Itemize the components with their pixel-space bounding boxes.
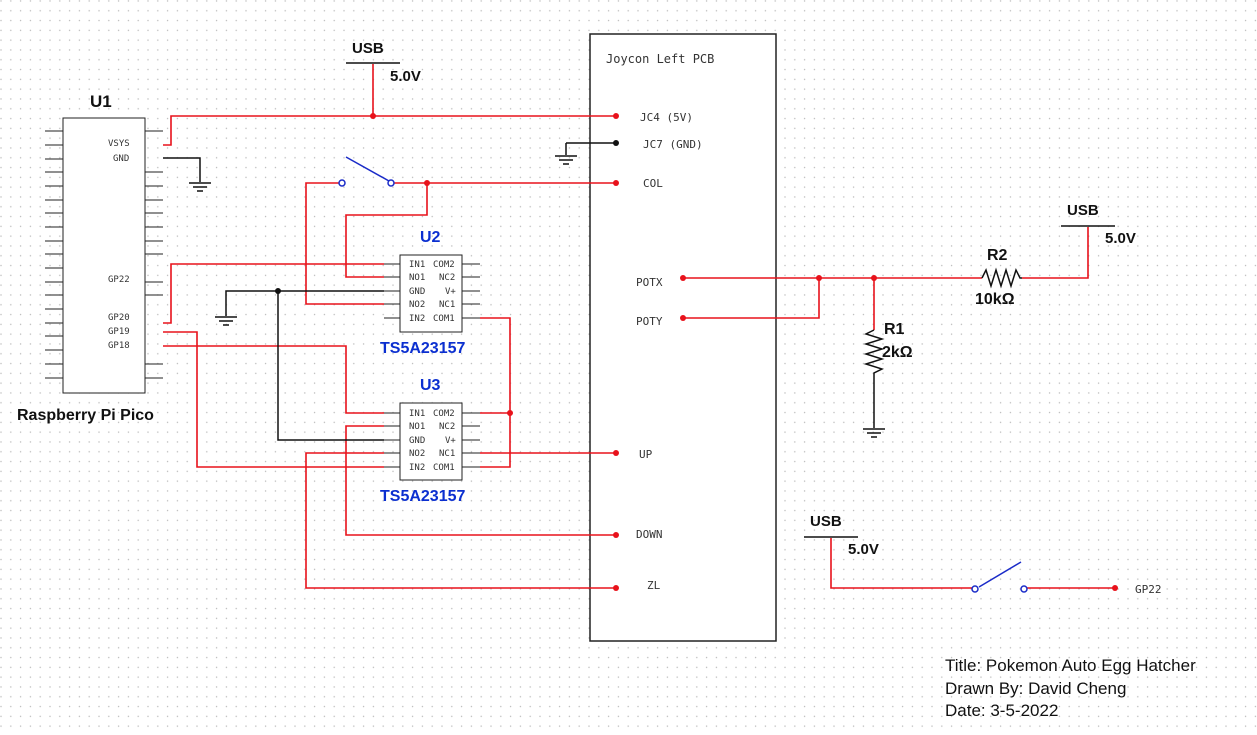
joycon-pin-zl: ZL — [647, 579, 661, 592]
ground-icon — [863, 428, 885, 438]
u1-pin-gp22: GP22 — [108, 275, 130, 285]
u3-pin-gnd: GND — [409, 436, 425, 446]
u3-pin-stubs — [384, 412, 480, 468]
usb-power-top[interactable]: USB 5.0V — [346, 40, 421, 85]
u3-pin-no2: NO2 — [409, 449, 425, 459]
u1-pin-stubs — [45, 130, 163, 379]
usb-power-r2[interactable]: USB 5.0V — [1061, 202, 1136, 247]
u1-ref-label: U1 — [90, 92, 112, 111]
switch-terminal-icon — [971, 585, 979, 593]
u2-pin-no2: NO2 — [409, 300, 425, 310]
u3-pin-com2: COM2 — [433, 409, 455, 419]
switch-terminal-icon — [1020, 585, 1028, 593]
usb-sw-voltage: 5.0V — [848, 541, 879, 558]
u1-pin-gp20: GP20 — [108, 313, 130, 323]
r1-value-label: 2kΩ — [882, 344, 913, 361]
u1-raspberry-pi-pico[interactable]: U1 Raspberry Pi Pico VSYS GND GP22 GP20 … — [17, 92, 163, 424]
usb-r2-voltage: 5.0V — [1105, 230, 1136, 247]
u3-ref-label: U3 — [420, 377, 441, 394]
title-block: Title: Pokemon Auto Egg Hatcher Drawn By… — [945, 656, 1196, 720]
u2-part-label: TS5A23157 — [380, 340, 465, 357]
u2-pin-in2: IN2 — [409, 314, 425, 324]
joycon-pin-up: UP — [639, 448, 653, 461]
switch-terminal-icon — [387, 179, 395, 187]
u2-ref-label: U2 — [420, 229, 441, 246]
u2-pin-com1: COM1 — [433, 314, 455, 324]
u3-pin-nc2: NC2 — [439, 422, 455, 432]
ground-icon — [189, 182, 211, 192]
usb-r2-label: USB — [1067, 202, 1099, 219]
joycon-pin-potx: POTX — [636, 276, 663, 289]
usb-top-voltage: 5.0V — [390, 68, 421, 85]
u1-pin-gp19: GP19 — [108, 327, 130, 337]
u2-pin-vplus: V+ — [445, 287, 456, 297]
u1-pin-gnd: GND — [113, 154, 129, 164]
switch-bottom[interactable] — [971, 561, 1028, 593]
u1-pin-vsys: VSYS — [108, 139, 130, 149]
u3-pin-nc1: NC1 — [439, 449, 455, 459]
usb-top-label: USB — [352, 40, 384, 57]
switch-terminal-icon — [338, 179, 346, 187]
u2-pin-stubs — [384, 263, 480, 319]
u2-pin-gnd: GND — [409, 287, 425, 297]
ground-icon — [555, 155, 577, 165]
usb-power-switch[interactable]: USB 5.0V — [804, 513, 879, 558]
title-block-title: Title: Pokemon Auto Egg Hatcher — [945, 656, 1196, 675]
u3-pin-in2: IN2 — [409, 463, 425, 473]
ground-icon — [215, 316, 237, 326]
u2-pin-nc2: NC2 — [439, 273, 455, 283]
r2-ref-label: R2 — [987, 247, 1008, 264]
joycon-pin-jc4: JC4 (5V) — [640, 111, 693, 124]
junction-dots — [370, 113, 1118, 591]
u2-pin-com2: COM2 — [433, 260, 455, 270]
u2-pin-nc1: NC1 — [439, 300, 455, 310]
u3-part-label: TS5A23157 — [380, 488, 465, 505]
u1-part-label: Raspberry Pi Pico — [17, 407, 154, 424]
joycon-title: Joycon Left PCB — [606, 52, 714, 66]
u3-pin-vplus: V+ — [445, 436, 456, 446]
red-wires — [163, 64, 1115, 589]
joycon-pin-poty: POTY — [636, 315, 663, 328]
u2-pin-no1: NO1 — [409, 273, 425, 283]
joycon-pin-down: DOWN — [636, 528, 663, 541]
joycon-pin-col: COL — [643, 177, 663, 190]
title-block-date: Date: 3-5-2022 — [945, 701, 1058, 720]
joycon-left-pcb[interactable]: Joycon Left PCB JC4 (5V) JC7 (GND) COL P… — [589, 33, 777, 642]
title-block-drawn-by: Drawn By: David Cheng — [945, 679, 1126, 698]
junction-dots-black — [275, 140, 619, 294]
u1-pin-gp18: GP18 — [108, 341, 130, 351]
r1-ref-label: R1 — [884, 321, 905, 338]
u3-pin-no1: NO1 — [409, 422, 425, 432]
u3-ts5a23157[interactable]: U3 TS5A23157 IN1 NO1 GND NO2 IN2 COM2 NC… — [380, 377, 480, 505]
joycon-pin-jc7: JC7 (GND) — [643, 138, 703, 151]
u2-pin-in1: IN1 — [409, 260, 425, 270]
resistor-r1[interactable]: R1 2kΩ — [863, 321, 913, 376]
resistor-r2[interactable]: R2 10kΩ — [975, 247, 1022, 308]
usb-sw-label: USB — [810, 513, 842, 530]
u3-pin-com1: COM1 — [433, 463, 455, 473]
u3-pin-in1: IN1 — [409, 409, 425, 419]
black-wires — [163, 142, 875, 441]
gp22-net-label: GP22 — [1135, 583, 1162, 596]
r2-value-label: 10kΩ — [975, 291, 1015, 308]
u2-ts5a23157[interactable]: U2 TS5A23157 IN1 NO1 GND NO2 IN2 COM2 NC… — [380, 229, 480, 357]
switch-top[interactable] — [338, 156, 395, 187]
ground-symbols — [189, 155, 885, 438]
